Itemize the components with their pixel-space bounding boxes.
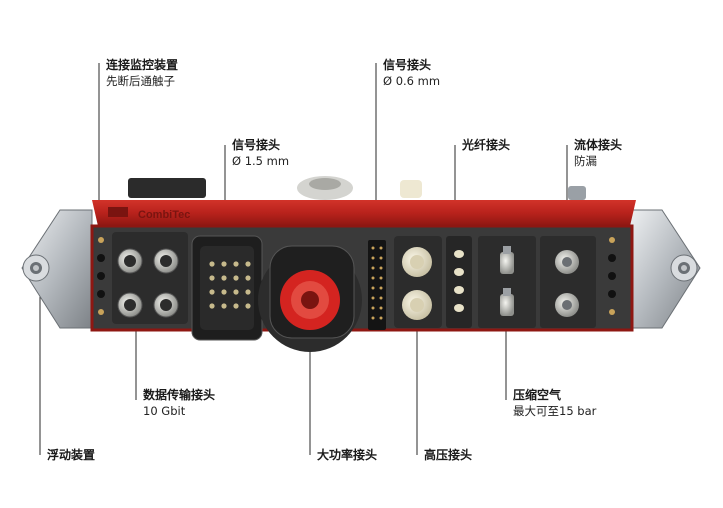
label-floating: 浮动装置 — [47, 447, 95, 463]
brand-logo-text: CombiTec — [138, 209, 190, 221]
label-contact-monitor-title: 连接监控装置 — [106, 58, 179, 72]
fluid-module — [540, 236, 596, 328]
label-floating-title: 浮动装置 — [47, 448, 96, 462]
label-air-sub: 最大可至15 bar — [513, 404, 597, 418]
label-fiber: 光纤接头 — [462, 137, 510, 153]
label-signal-large: 信号接头 Ø 1.5 mm — [232, 137, 289, 169]
air-module — [478, 236, 536, 328]
label-data: 数据传输接头 10 Gbit — [143, 387, 215, 419]
left-floating-bracket — [21, 209, 93, 329]
label-fluid-title: 流体接头 — [574, 138, 623, 152]
contact-monitor-pins-right — [608, 237, 616, 315]
top-cable-block — [128, 178, 206, 198]
label-power: 大功率接头 — [317, 447, 377, 463]
label-fluid: 流体接头 防漏 — [574, 137, 622, 169]
label-data-title: 数据传输接头 — [143, 388, 216, 402]
label-air: 压缩空气 最大可至15 bar — [513, 387, 596, 419]
fiber-module — [446, 236, 472, 328]
label-power-title: 大功率接头 — [317, 448, 378, 462]
right-floating-bracket — [629, 209, 701, 329]
contact-monitor-pins-left — [97, 237, 105, 315]
label-hv-title: 高压接头 — [424, 448, 473, 462]
label-signal-small-title: 信号接头 — [383, 58, 432, 72]
label-contact-monitor: 连接监控装置 先断后通触子 — [106, 57, 178, 89]
brand-logo-mark — [108, 207, 128, 217]
housing-top — [92, 200, 636, 226]
signal-small-strip — [368, 240, 386, 330]
label-fiber-title: 光纤接头 — [462, 138, 511, 152]
label-signal-large-title: 信号接头 — [232, 138, 281, 152]
data-module — [112, 232, 188, 324]
signal-large-module — [191, 235, 263, 341]
label-fluid-sub: 防漏 — [574, 154, 597, 168]
hv-module — [394, 236, 442, 328]
label-air-title: 压缩空气 — [513, 388, 562, 402]
power-module — [258, 245, 362, 352]
label-contact-monitor-sub: 先断后通触子 — [106, 74, 175, 88]
label-hv: 高压接头 — [424, 447, 472, 463]
label-data-sub: 10 Gbit — [143, 404, 186, 418]
label-signal-small: 信号接头 Ø 0.6 mm — [383, 57, 440, 89]
label-signal-large-sub: Ø 1.5 mm — [232, 154, 290, 168]
top-hv-stub — [400, 180, 422, 198]
label-signal-small-sub: Ø 0.6 mm — [383, 74, 441, 88]
